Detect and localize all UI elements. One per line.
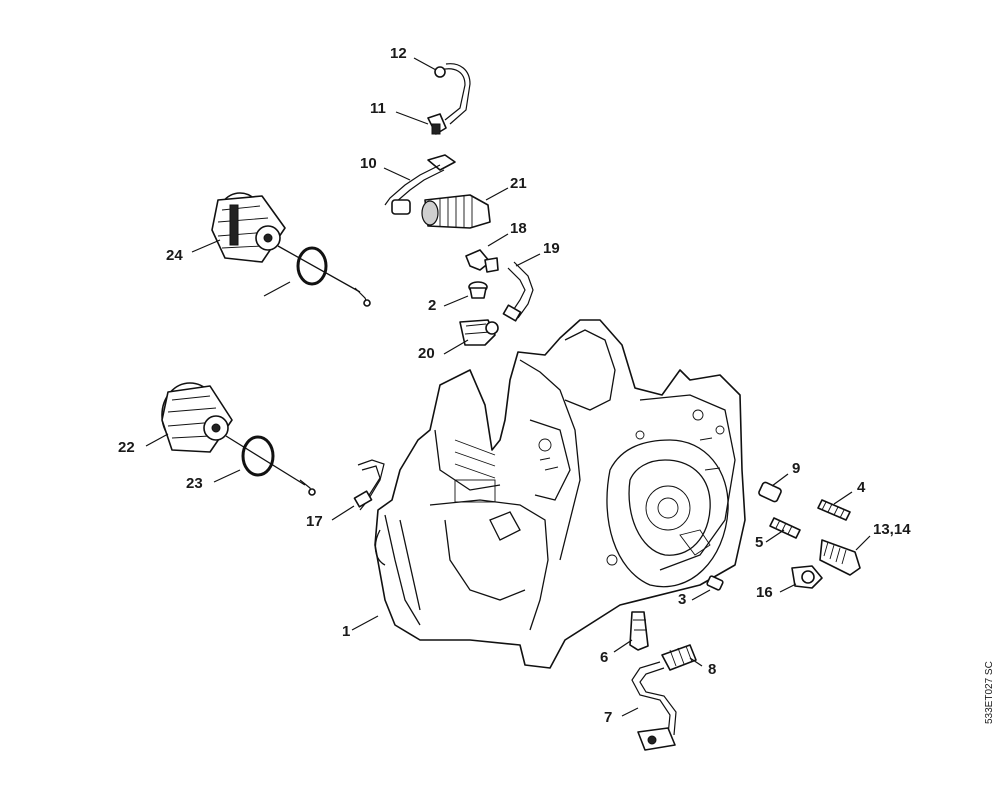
callout-19: 20: [418, 345, 435, 362]
lower-parts: [629, 611, 697, 751]
callout-8: 8: [708, 661, 717, 678]
pump-assembly-upper: [211, 192, 371, 307]
callout-5: 5: [755, 534, 764, 551]
callout-12: 12: [390, 45, 407, 62]
oil-line-assembly: [384, 63, 491, 229]
callout-1: 1: [342, 623, 351, 640]
small-parts-upper: [459, 249, 534, 346]
callout-16: 17: [306, 513, 323, 530]
leader-lines: [145, 57, 871, 717]
callout-4: 4: [857, 479, 866, 496]
callout-20: 21: [510, 175, 527, 192]
bracket-drawing: [353, 459, 385, 511]
callout-7: 7: [604, 709, 613, 726]
callout-3: 3: [678, 591, 687, 608]
callout-22: 23: [186, 475, 203, 492]
diagram-code: 533ET027 SC: [984, 661, 995, 724]
callout-21: 22: [118, 439, 135, 456]
callout-10: 10: [360, 155, 377, 172]
callout-18: 19: [543, 240, 560, 257]
callout-9: 9: [792, 460, 801, 477]
callout-2: 2: [428, 297, 437, 314]
right-side-fittings: [706, 481, 861, 591]
callout-11: 11: [370, 100, 386, 117]
callout-17: 18: [510, 220, 527, 237]
pump-assembly-lower: [161, 382, 316, 496]
crankcase-drawing: [374, 319, 746, 669]
callout-23: 24: [166, 247, 183, 264]
callout-13-14: 13,14: [873, 521, 911, 538]
callout-6: 6: [600, 649, 609, 666]
callout-15: 16: [756, 584, 773, 601]
